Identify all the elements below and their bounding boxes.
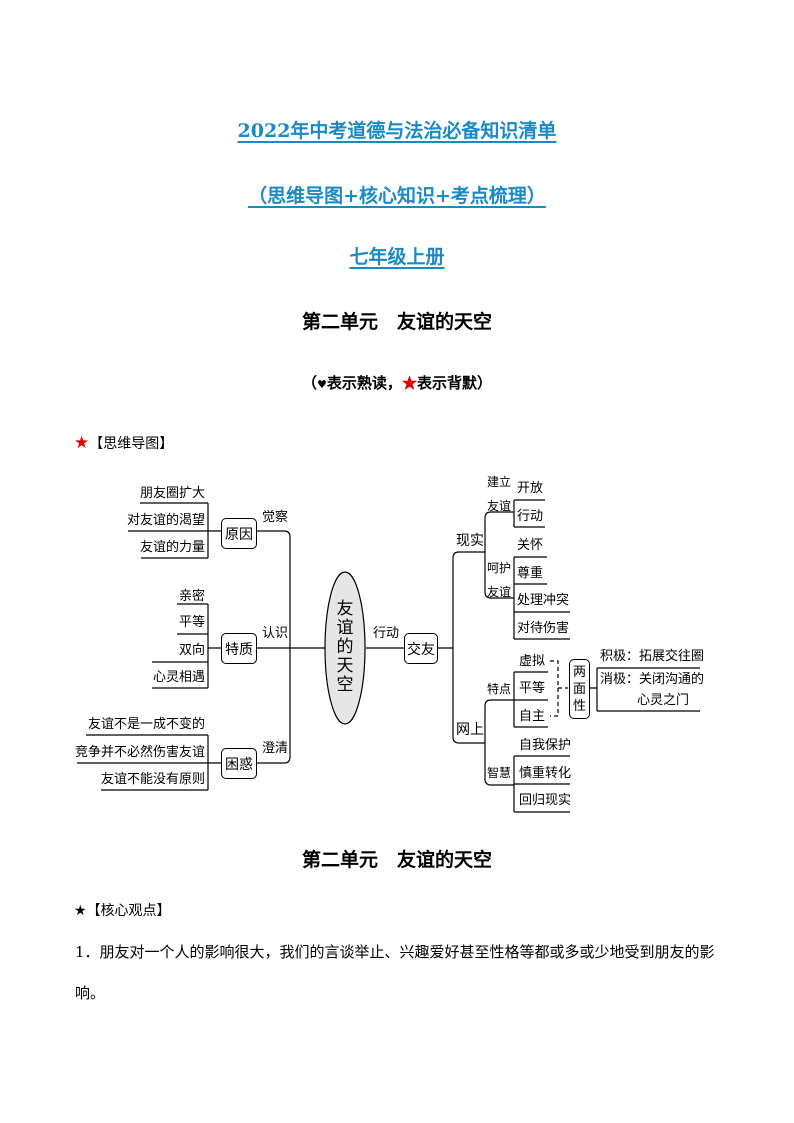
trait-item: 平等 (178, 615, 205, 630)
unit-heading-2: 第二单元 友谊的天空 (301, 849, 492, 871)
confusion-item: 友谊不是一成不变的 (87, 717, 205, 732)
group-label: 特点 (487, 682, 512, 696)
star-icon: ★ (401, 374, 417, 392)
node-reason: 原因 (221, 518, 257, 549)
node-confusion: 困惑 (221, 748, 257, 779)
reason-item: 友谊的力量 (139, 540, 205, 555)
leaf-item: 尊重 (517, 566, 544, 581)
trait-item: 双向 (178, 643, 205, 658)
subtitle-link[interactable]: （思维导图+核心知识+考点梳理） (248, 185, 546, 207)
unit-heading: 第二单元 友谊的天空 (301, 311, 492, 333)
legend-note: （♥表示熟读，★表示背默） (0, 372, 794, 393)
legend-read: 表示熟读， (326, 374, 402, 392)
star-icon: ★ (74, 433, 90, 453)
positive-item: 积极：拓展交往圈 (600, 649, 705, 664)
reason-item: 对友谊的渴望 (126, 513, 205, 528)
core-paragraph: 1．朋友对一个人的影响很大，我们的言谈举止、兴趣爱好甚至性格等都或多或少地受到朋… (75, 943, 715, 1002)
heart-icon: ♥ (317, 378, 327, 391)
core-label: 【核心观点】 (86, 903, 171, 919)
real-label: 现实 (456, 533, 484, 549)
group-label: 智慧 (487, 766, 512, 780)
legend-open: （ (302, 374, 318, 392)
link-label: 澄清 (262, 741, 289, 756)
core-heading: ★【核心观点】 (74, 900, 171, 920)
title-link[interactable]: 2022年中考道德与法治必备知识清单 (237, 120, 557, 142)
leaf-item: 处理冲突 (517, 593, 570, 608)
negative-item-cont: 心灵之门 (637, 693, 690, 708)
leaf-item: 开放 (517, 481, 544, 496)
leaf-item: 回归现实 (519, 793, 572, 808)
node-make-friends: 交友 (404, 633, 438, 664)
leaf-item: 虚拟 (519, 654, 546, 669)
leaf-item: 自我保护 (519, 738, 572, 753)
node-duality: 两面性 (569, 659, 590, 719)
mindmap-heading: ★【思维导图】 (74, 433, 173, 453)
leaf-item: 自主 (519, 709, 546, 724)
link-label: 行动 (373, 626, 400, 641)
leaf-item: 行动 (517, 509, 544, 524)
grade-link[interactable]: 七年级上册 (349, 246, 445, 268)
leaf-item: 对待伤害 (517, 621, 570, 636)
reason-item: 朋友圈扩大 (139, 486, 205, 501)
link-label: 认识 (262, 626, 289, 641)
link-label: 觉察 (262, 510, 289, 525)
leaf-item: 慎重转化 (519, 766, 572, 781)
negative-item: 消极：关闭沟通的 (600, 672, 705, 687)
doc-subtitle[interactable]: （思维导图+核心知识+考点梳理） (0, 181, 794, 208)
confusion-item: 竞争并不必然伤害友谊 (74, 745, 205, 760)
legend-recite: 表示背默） (416, 374, 492, 392)
confusion-item: 友谊不能没有原则 (100, 772, 205, 787)
mindmap-label: 【思维导图】 (89, 436, 174, 452)
trait-item: 心灵相遇 (152, 670, 205, 685)
doc-title[interactable]: 2022年中考道德与法治必备知识清单 (0, 116, 794, 143)
grade-title[interactable]: 七年级上册 (0, 242, 794, 269)
star-icon: ★ (74, 903, 87, 919)
group-label: 建立友谊 (487, 475, 512, 513)
center-node: 友谊的天空 (336, 599, 354, 695)
trait-item: 亲密 (178, 589, 205, 604)
leaf-item: 关怀 (517, 538, 544, 553)
online-label: 网上 (456, 722, 484, 738)
node-trait: 特质 (221, 633, 257, 664)
group-label: 呵护友谊 (487, 561, 512, 599)
leaf-item: 平等 (519, 681, 546, 696)
